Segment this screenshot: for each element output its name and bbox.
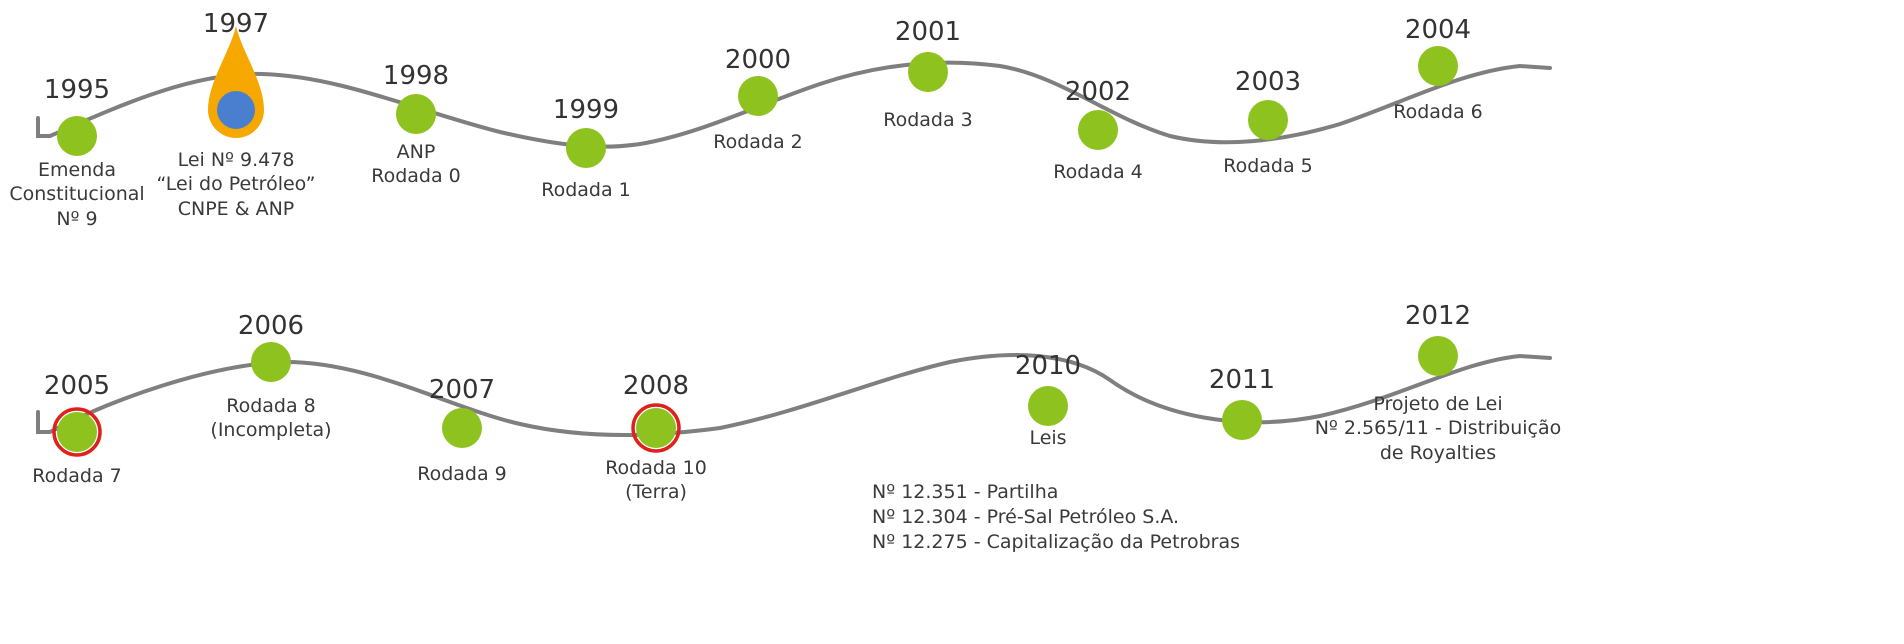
node-2000	[738, 76, 778, 116]
timeline-wave-row1	[36, 60, 1552, 149]
caption-2001: Rodada 3	[883, 108, 973, 132]
caption-1997: Lei Nº 9.478“Lei do Petróleo”CNPE & ANP	[157, 148, 316, 221]
caption-line: Rodada 0	[371, 165, 461, 188]
caption-2004: Rodada 6	[1393, 100, 1483, 124]
caption-2006: Rodada 8(Incompleta)	[210, 394, 331, 443]
year-label-1997: 1997	[202, 9, 270, 39]
year-label-2005: 2005	[43, 371, 111, 401]
caption-line: Rodada 9	[417, 463, 507, 485]
year-label-2006: 2006	[237, 311, 305, 341]
year-label-1995: 1995	[43, 75, 111, 105]
year-label-2000: 2000	[724, 45, 792, 75]
caption-2010: Leis	[1029, 426, 1066, 450]
caption-line: Rodada 5	[1223, 155, 1313, 177]
year-label-2008: 2008	[622, 371, 690, 401]
caption-line: Emenda	[38, 159, 116, 181]
year-label-2001: 2001	[894, 17, 962, 47]
caption-line: Nº 9	[56, 207, 98, 230]
year-label-2003: 2003	[1234, 67, 1302, 97]
caption-line: (Incompleta)	[210, 419, 332, 442]
law-item: Nº 12.275 - Capitalização da Petrobras	[872, 531, 1240, 554]
node-2004	[1418, 46, 1458, 86]
node-1998	[396, 94, 436, 134]
year-label-2011: 2011	[1208, 365, 1276, 395]
caption-line: ANP	[396, 141, 436, 163]
caption-2007: Rodada 9	[417, 462, 507, 486]
node-2012	[1418, 336, 1458, 376]
node-2011	[1222, 400, 1262, 440]
caption-line: Constitucional	[9, 183, 145, 206]
caption-1999: Rodada 1	[541, 178, 631, 202]
caption-2003: Rodada 5	[1223, 154, 1313, 178]
caption-line: “Lei do Petróleo”	[156, 173, 316, 196]
highlight-ring-2005	[52, 407, 102, 457]
node-2003	[1248, 100, 1288, 140]
node-2010	[1028, 386, 1068, 426]
caption-line: Nº 2.565/11 - Distribuição	[1314, 417, 1562, 440]
caption-line: Rodada 2	[713, 131, 803, 153]
caption-line: Rodada 8	[226, 395, 316, 417]
laws-list: Nº 12.351 - Partilha Nº 12.304 - Pré-Sal …	[872, 480, 1240, 555]
node-2002	[1078, 110, 1118, 150]
caption-2008: Rodada 10(Terra)	[605, 456, 707, 505]
node-1999	[566, 128, 606, 168]
caption-2000: Rodada 2	[713, 130, 803, 154]
node-1995	[57, 116, 97, 156]
caption-2005: Rodada 7	[32, 464, 122, 488]
node-2001	[908, 52, 948, 92]
year-label-2012: 2012	[1404, 301, 1472, 331]
node-2005	[57, 412, 97, 452]
caption-line: CNPE & ANP	[177, 197, 295, 220]
caption-line: Rodada 6	[1393, 101, 1483, 123]
node-2006	[251, 342, 291, 382]
law-item: Nº 12.351 - Partilha	[872, 481, 1059, 503]
year-label-2007: 2007	[428, 375, 496, 405]
caption-line: Rodada 10	[605, 457, 707, 479]
highlight-ring-2008	[631, 403, 681, 453]
caption-2002: Rodada 4	[1053, 160, 1143, 184]
caption-line: Rodada 1	[541, 179, 631, 201]
caption-line: Rodada 7	[32, 465, 122, 487]
node-2007	[442, 408, 482, 448]
caption-line: (Terra)	[625, 481, 687, 504]
year-label-1998: 1998	[382, 61, 450, 91]
caption-line: Projeto de Lei	[1373, 393, 1503, 415]
year-label-2010: 2010	[1014, 351, 1082, 381]
caption-line: Rodada 3	[883, 109, 973, 131]
year-label-2002: 2002	[1064, 77, 1132, 107]
node-2008	[636, 408, 676, 448]
caption-line: Rodada 4	[1053, 161, 1143, 183]
caption-line: de Royalties	[1379, 441, 1497, 464]
year-label-1999: 1999	[552, 95, 620, 125]
year-label-2004: 2004	[1404, 15, 1472, 45]
caption-line: Leis	[1029, 427, 1067, 449]
law-item: Nº 12.304 - Pré-Sal Petróleo S.A.	[872, 506, 1180, 529]
caption-line: Lei Nº 9.478	[177, 149, 295, 171]
pin-dot-1997	[217, 91, 255, 129]
